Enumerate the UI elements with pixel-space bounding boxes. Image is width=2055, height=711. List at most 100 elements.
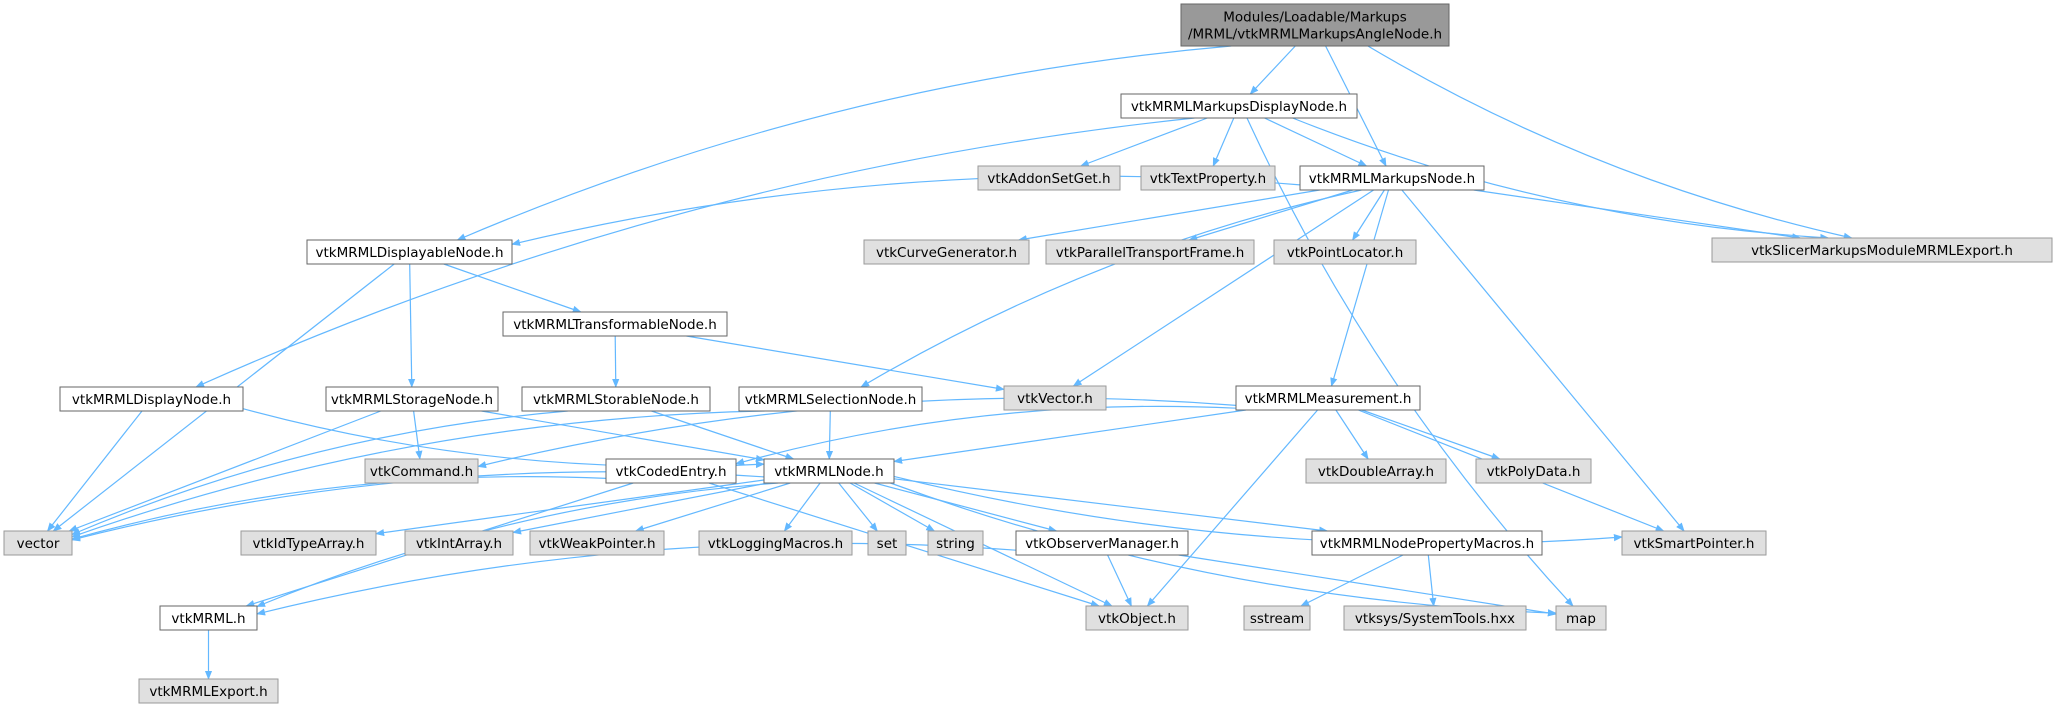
node-box-curvegen [863, 239, 1030, 265]
node-box-measurement [1235, 385, 1421, 411]
edge-measurement-to-doublearray [1335, 409, 1369, 460]
node-label-set: set [877, 536, 898, 552]
node-slicerexport: vtkSlicerMarkupsModuleMRMLExport.h [1711, 237, 2053, 263]
node-label-string: string [936, 536, 975, 552]
edge-observer-to-vtkobject [1107, 554, 1132, 607]
edge-propmacros-to-sstream [1300, 554, 1404, 607]
node-label-measurement: vtkMRMLMeasurement.h [1245, 391, 1412, 407]
edge-markupsnode-to-selection [860, 189, 1362, 388]
edge-displayable-to-transformable [443, 263, 582, 313]
node-label-slicerexport: vtkSlicerMarkupsModuleMRMLExport.h [1751, 243, 2013, 259]
edge-displayable-to-storagenode [408, 263, 416, 388]
edge-selection-to-vector [71, 410, 765, 538]
node-displayable[interactable]: vtkMRMLDisplayableNode.h [306, 239, 513, 265]
edge-measurement-to-mrmlnode [893, 409, 1247, 464]
node-storagenode[interactable]: vtkMRMLStorageNode.h [325, 386, 499, 412]
edge-measurement-to-vtkobject [1146, 409, 1319, 607]
node-box-mrmlexport [138, 678, 279, 704]
node-box-idtype [240, 530, 377, 556]
node-vtkvector: vtkVector.h [1003, 385, 1107, 411]
node-sstream: sstream [1243, 605, 1311, 631]
node-displaynodeM[interactable]: vtkMRMLMarkupsDisplayNode.h [1120, 93, 1358, 119]
node-smartptr: vtkSmartPointer.h [1621, 530, 1767, 556]
node-pointloc: vtkPointLocator.h [1273, 239, 1417, 265]
node-label-angle: Modules/Loadable/Markups [1223, 10, 1407, 26]
edge-layer [46, 45, 1853, 680]
edge-mrmlnode-to-string [849, 482, 936, 532]
node-box-set [867, 530, 907, 556]
node-box-intarray [404, 530, 514, 556]
edge-angle-to-displaynodeM [1249, 45, 1296, 95]
node-displaynode[interactable]: vtkMRMLDisplayNode.h [59, 386, 244, 412]
node-box-vtkmrml [159, 605, 258, 631]
node-codedentry[interactable]: vtkCodedEntry.h [605, 458, 737, 484]
node-selection[interactable]: vtkMRMLSelectionNode.h [738, 386, 923, 412]
node-transformable[interactable]: vtkMRMLTransformableNode.h [502, 311, 728, 337]
edge-markupsnode-to-pointloc [1352, 189, 1385, 241]
node-label-sstream: sstream [1250, 611, 1304, 627]
edge-mrmlnode-to-propmacros [893, 478, 1329, 534]
edge-markupsnode-to-slicerexport [1473, 189, 1802, 241]
node-weakptr: vtkWeakPointer.h [529, 530, 665, 556]
node-box-polydata [1475, 458, 1592, 484]
node-angle[interactable]: Modules/Loadable/Markups/MRML/vtkMRMLMar… [1180, 3, 1450, 47]
node-layer: Modules/Loadable/Markups/MRML/vtkMRMLMar… [3, 3, 2053, 704]
edge-mrmlnode-to-intarray [512, 482, 768, 535]
node-label-intarray: vtkIntArray.h [416, 536, 502, 552]
edge-observer-to-map [1178, 554, 1557, 617]
node-addonsetget: vtkAddonSetGet.h [977, 165, 1121, 191]
node-label-transformable: vtkMRMLTransformableNode.h [513, 317, 717, 333]
node-set: set [867, 530, 907, 556]
node-label-addonsetget: vtkAddonSetGet.h [987, 171, 1110, 187]
edge-displaynodeM-to-displaynode [195, 117, 1195, 388]
node-label-markupsnode: vtkMRMLMarkupsNode.h [1309, 171, 1475, 187]
node-box-smartptr [1621, 530, 1767, 556]
edge-displaynodeM-to-addonsetget [1079, 117, 1208, 167]
node-idtype: vtkIdTypeArray.h [240, 530, 377, 556]
node-box-displaynodeM [1120, 93, 1358, 119]
node-label-vtkobject: vtkObject.h [1098, 611, 1176, 627]
node-box-logging [698, 530, 853, 556]
node-label-propmacros: vtkMRMLNodePropertyMacros.h [1320, 536, 1534, 552]
node-label-angle: /MRML/vtkMRMLMarkupsAngleNode.h [1188, 27, 1442, 43]
node-box-vtkcommand [364, 458, 479, 484]
node-storable[interactable]: vtkMRMLStorableNode.h [521, 386, 711, 412]
node-label-map: map [1566, 611, 1596, 627]
edge-mrmlnode-to-vtkmrml [256, 482, 779, 608]
node-measurement[interactable]: vtkMRMLMeasurement.h [1235, 385, 1421, 411]
node-map: map [1555, 605, 1607, 631]
node-paralleltf: vtkParallelTransportFrame.h [1045, 239, 1255, 265]
node-box-pointloc [1273, 239, 1417, 265]
node-vtkmrml[interactable]: vtkMRML.h [159, 605, 258, 631]
edge-storable-to-vector [71, 410, 568, 536]
edge-mrmlnode-to-weakptr [634, 482, 791, 533]
edge-displaynodeM-to-markupsnode [1264, 117, 1368, 167]
node-box-systools [1343, 605, 1527, 631]
node-label-codedentry: vtkCodedEntry.h [615, 464, 726, 480]
node-label-vector: vector [17, 536, 60, 552]
node-label-logging: vtkLoggingMacros.h [708, 536, 843, 552]
node-box-selection [738, 386, 923, 412]
edge-propmacros-to-systools [1427, 554, 1437, 607]
node-propmacros[interactable]: vtkMRMLNodePropertyMacros.h [1311, 530, 1543, 556]
node-box-angle [1180, 3, 1450, 47]
node-mrmlnode[interactable]: vtkMRMLNode.h [763, 458, 895, 484]
node-markupsnode[interactable]: vtkMRMLMarkupsNode.h [1299, 165, 1485, 191]
node-label-mrmlnode: vtkMRMLNode.h [774, 464, 883, 480]
edge-mrmlnode-to-set [838, 482, 878, 532]
node-box-vtkobject [1085, 605, 1189, 631]
edge-mrmlnode-to-idtype [375, 479, 765, 537]
node-box-map [1555, 605, 1607, 631]
node-label-textprop: vtkTextProperty.h [1150, 171, 1266, 187]
node-label-displaynode: vtkMRMLDisplayNode.h [72, 392, 231, 408]
node-observer[interactable]: vtkObserverManager.h [1015, 530, 1189, 556]
node-box-mrmlnode [763, 458, 895, 484]
node-label-polydata: vtkPolyData.h [1487, 464, 1581, 480]
node-box-displaynode [59, 386, 244, 412]
node-vector: vector [3, 530, 73, 556]
node-label-doublearray: vtkDoubleArray.h [1318, 464, 1434, 480]
node-vtkobject: vtkObject.h [1085, 605, 1189, 631]
edge-measurement-to-polydata [1361, 409, 1501, 460]
edge-displaynode-to-vector [46, 410, 143, 532]
edge-mrmlnode-to-logging [783, 482, 821, 532]
